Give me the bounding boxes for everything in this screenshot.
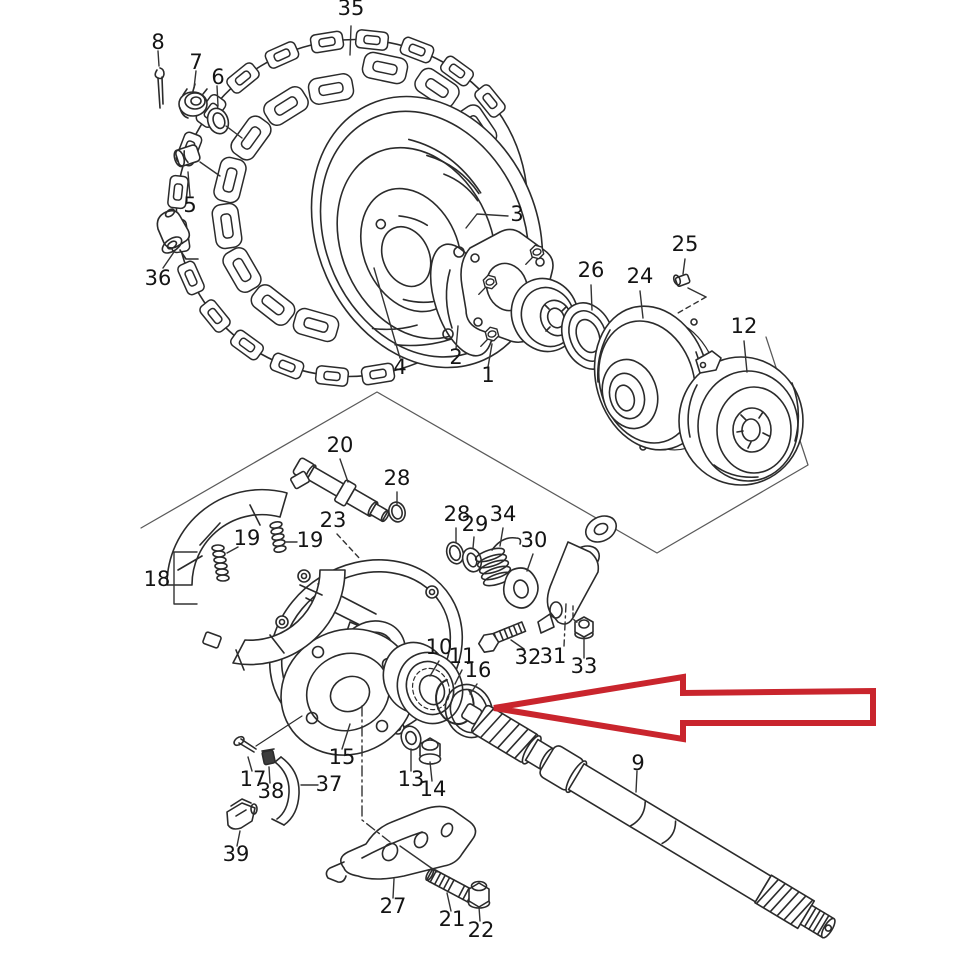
callout-30: 30 bbox=[521, 528, 548, 552]
part-19-spring-right bbox=[269, 521, 287, 553]
callout-21: 21 bbox=[439, 907, 466, 931]
centerline-dashdot bbox=[361, 705, 391, 843]
callout-8: 8 bbox=[151, 30, 164, 54]
part-9-axle-shaft bbox=[461, 703, 836, 939]
part-15-hub-drum bbox=[280, 628, 416, 756]
part-22-nut bbox=[467, 880, 491, 909]
callouts: 35 8 7 6 5 36 4 3 2 1 26 24 25 12 20 28 … bbox=[144, 0, 758, 942]
part-36-valve-stem bbox=[156, 208, 199, 260]
part-7-castle-nut bbox=[178, 83, 208, 119]
callout-2: 2 bbox=[449, 345, 462, 369]
callout-11: 11 bbox=[449, 644, 476, 668]
leader-31-dashdot bbox=[563, 603, 567, 647]
part-28-oring-a bbox=[388, 501, 406, 523]
callout-31: 31 bbox=[540, 644, 567, 668]
callout-27: 27 bbox=[380, 894, 407, 918]
callout-4: 4 bbox=[393, 355, 406, 379]
part-12-brake-drum bbox=[678, 350, 804, 486]
leader-lines bbox=[157, 25, 748, 922]
callout-20: 20 bbox=[327, 433, 354, 457]
part-13-washer bbox=[400, 725, 422, 751]
callout-36: 36 bbox=[145, 266, 172, 290]
callout-19b: 19 bbox=[297, 528, 324, 552]
callout-3: 3 bbox=[510, 202, 523, 226]
part-5-nut bbox=[173, 144, 201, 168]
part-33-nut bbox=[574, 616, 594, 640]
part-6-washer bbox=[206, 107, 230, 135]
leader-23-dashed bbox=[336, 533, 362, 561]
part-17-pin bbox=[233, 715, 303, 753]
callout-22: 22 bbox=[468, 918, 495, 942]
highlight-arrow bbox=[493, 673, 876, 743]
callout-24: 24 bbox=[627, 264, 654, 288]
part-18-brake-shoes bbox=[166, 470, 346, 671]
part-32-bolt bbox=[477, 621, 527, 654]
callout-10: 10 bbox=[426, 635, 453, 659]
callout-32: 32 bbox=[515, 645, 542, 669]
callout-9: 9 bbox=[631, 751, 644, 775]
callout-38: 38 bbox=[258, 779, 285, 803]
leader-25-dashed bbox=[677, 296, 707, 314]
part-25-bolt bbox=[672, 273, 691, 287]
callout-12: 12 bbox=[731, 314, 758, 338]
part-27-bracket bbox=[325, 805, 477, 883]
part-19-spring-left bbox=[211, 544, 230, 582]
part-29-washer bbox=[461, 547, 483, 573]
callout-25: 25 bbox=[672, 232, 699, 256]
callout-19a: 19 bbox=[234, 526, 261, 550]
callout-13: 13 bbox=[398, 767, 425, 791]
part-8-cotter-pin bbox=[154, 67, 165, 109]
callout-29: 29 bbox=[462, 512, 489, 536]
callout-33: 33 bbox=[571, 654, 598, 678]
callout-26: 26 bbox=[578, 258, 605, 282]
callout-35: 35 bbox=[338, 0, 365, 20]
callout-37: 37 bbox=[316, 772, 343, 796]
callout-16: 16 bbox=[465, 658, 492, 682]
callout-7: 7 bbox=[189, 50, 202, 74]
part-37-breather-hose bbox=[271, 756, 300, 826]
callout-17: 17 bbox=[240, 767, 267, 791]
part-34-spring bbox=[474, 536, 522, 587]
callout-6: 6 bbox=[211, 65, 224, 89]
diagram-art bbox=[140, 25, 836, 939]
callout-14: 14 bbox=[420, 777, 447, 801]
bracket-18 bbox=[173, 551, 198, 605]
part-39-clamp bbox=[226, 798, 258, 830]
callout-28a: 28 bbox=[384, 466, 411, 490]
callout-28b: 28 bbox=[444, 502, 471, 526]
callout-5: 5 bbox=[183, 193, 196, 217]
callout-34: 34 bbox=[490, 502, 517, 526]
callout-23: 23 bbox=[320, 508, 347, 532]
callout-1: 1 bbox=[481, 363, 494, 387]
callout-39: 39 bbox=[223, 842, 250, 866]
part-38-damper bbox=[261, 748, 276, 766]
part-30-lever-plate bbox=[502, 567, 539, 609]
leader-33-dashed bbox=[572, 605, 580, 625]
part-28-oring-b bbox=[445, 541, 465, 565]
part-20-camshaft bbox=[292, 457, 390, 523]
callout-18: 18 bbox=[144, 567, 171, 591]
callout-15: 15 bbox=[329, 745, 356, 769]
part-31-cam-lever bbox=[537, 515, 618, 634]
part-14-plug-bolt bbox=[418, 737, 442, 765]
